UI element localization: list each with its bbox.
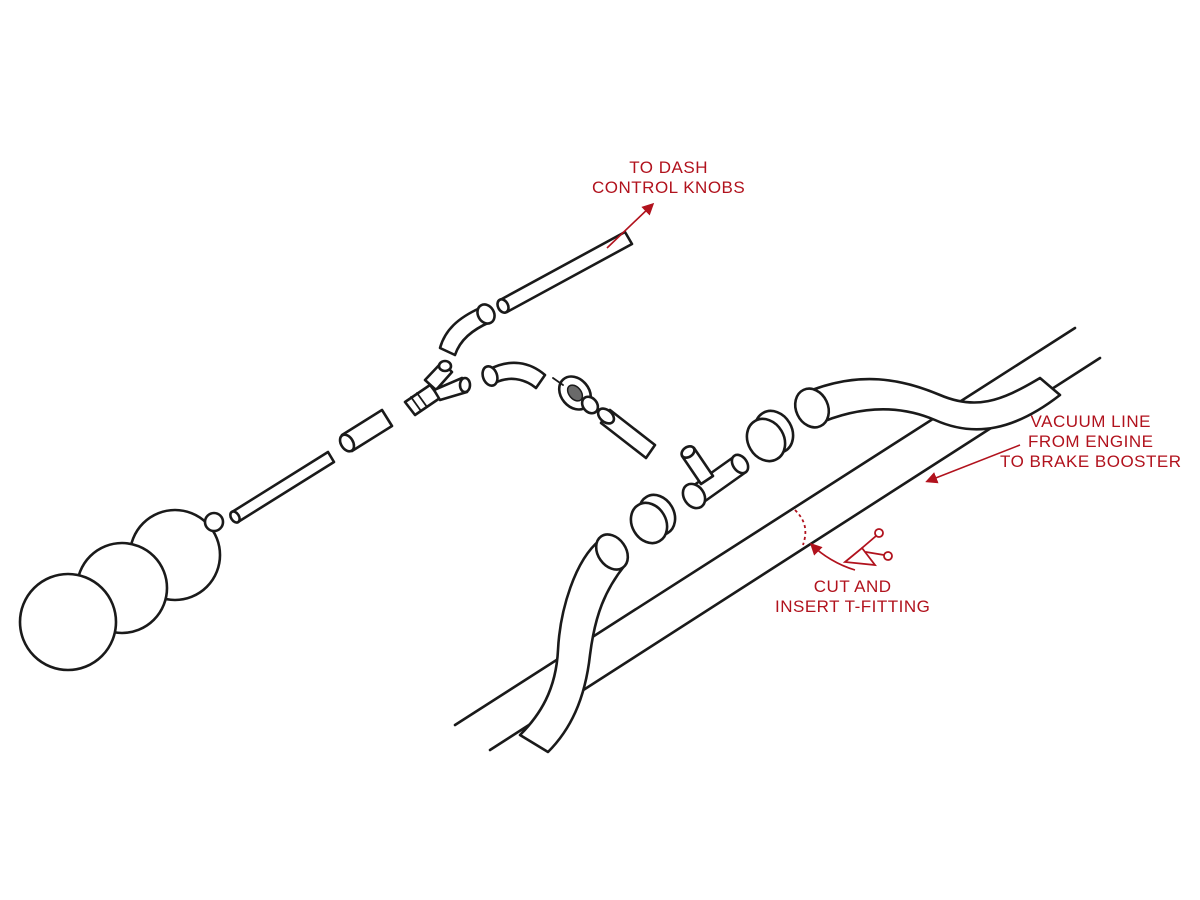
hose-to-dash [496, 230, 634, 314]
cut-insert-line-1: CUT AND [813, 577, 892, 596]
arrow-icon [606, 202, 1021, 571]
t-fitting [680, 444, 750, 510]
hose-clamp-upper [745, 409, 795, 463]
hose-segment-long [229, 450, 336, 524]
vacuum-line-line-3: TO BRAKE BOOSTER [1000, 452, 1182, 471]
hose-segment-left [338, 408, 394, 453]
cut-insert-label: CUT AND INSERT T-FITTING [775, 577, 930, 617]
cut-insert-line-2: INSERT T-FITTING [775, 597, 931, 616]
to-dash-line-1: TO DASH [629, 158, 708, 177]
lower-vacuum-hose [518, 533, 630, 754]
to-dash-line-2: CONTROL KNOBS [592, 178, 746, 197]
to-dash-label: TO DASH CONTROL KNOBS [592, 158, 745, 198]
hose-segment-t [596, 407, 657, 460]
check-valve [552, 375, 600, 415]
vacuum-line-line-2: FROM ENGINE [1028, 432, 1154, 451]
upper-vacuum-hose [793, 376, 1062, 431]
curved-hose-valve [481, 361, 547, 390]
vacuum-line-label: VACUUM LINE FROM ENGINE TO BRAKE BOOSTER [1000, 412, 1182, 472]
dash-control-knobs [18, 508, 225, 672]
curved-hose-upper [438, 303, 496, 357]
wye-fitting [403, 359, 472, 417]
vacuum-line-line-1: VACUUM LINE [1030, 412, 1151, 431]
hose-clamp-lower [629, 493, 677, 545]
scissors-icon [842, 528, 893, 567]
